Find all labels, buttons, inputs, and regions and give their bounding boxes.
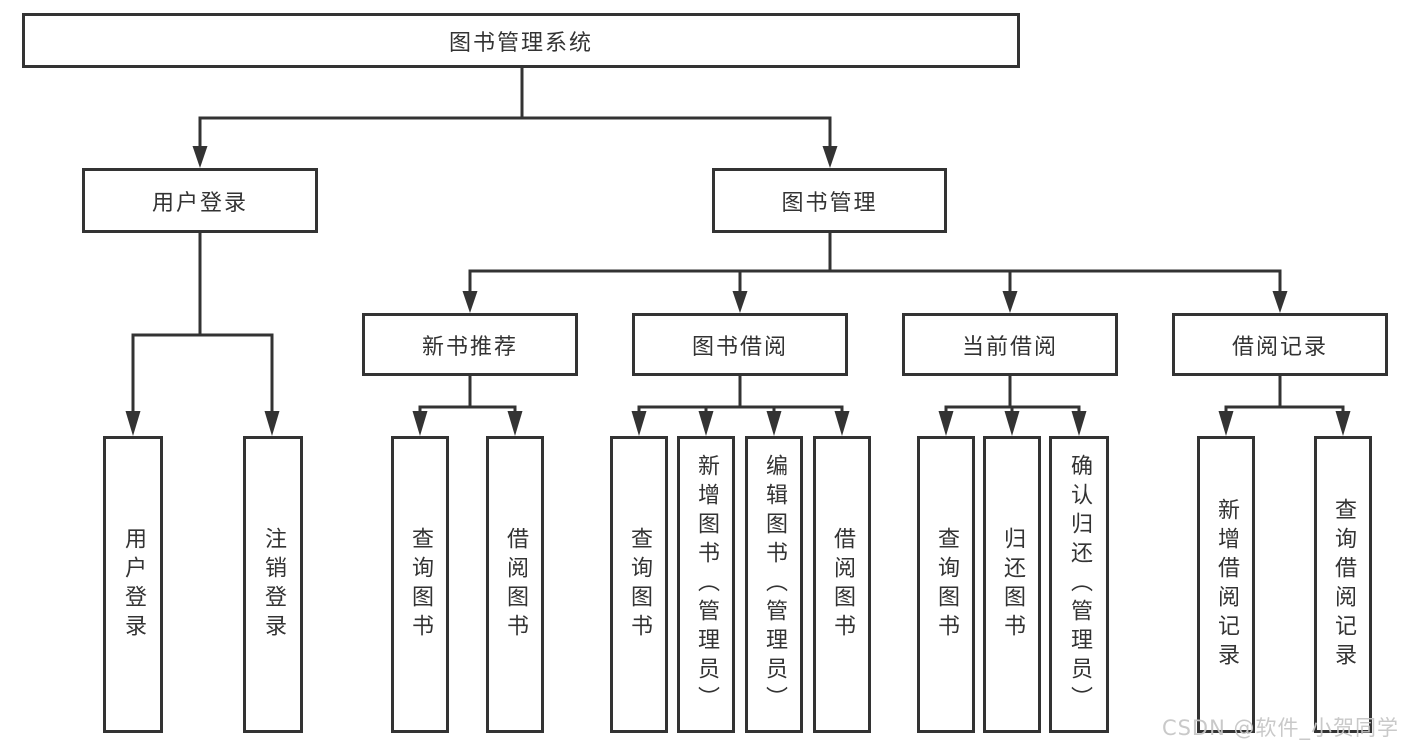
leaf-return-book: 归还图书 [983, 436, 1041, 733]
node-user-login: 用户登录 [82, 168, 318, 233]
leaf-query-books-recommend: 查询图书 [391, 436, 449, 733]
leaf-confirm-return-admin: 确认归还（管理员） [1049, 436, 1109, 733]
leaf-user-login: 用户登录 [103, 436, 163, 733]
leaf-query-books-borrowing: 查询图书 [610, 436, 668, 733]
leaf-add-borrow-record: 新增借阅记录 [1197, 436, 1255, 733]
leaf-edit-book-admin: 编辑图书（管理员） [745, 436, 803, 733]
leaf-logout-login: 注销登录 [243, 436, 303, 733]
node-book-borrowing: 图书借阅 [632, 313, 848, 376]
node-book-management: 图书管理 [712, 168, 947, 233]
node-borrow-records: 借阅记录 [1172, 313, 1388, 376]
node-current-borrowing: 当前借阅 [902, 313, 1118, 376]
leaf-query-books-current: 查询图书 [917, 436, 975, 733]
node-root-system: 图书管理系统 [22, 13, 1020, 68]
leaf-query-borrow-record: 查询借阅记录 [1314, 436, 1372, 733]
leaf-borrow-books-recommend: 借阅图书 [486, 436, 544, 733]
node-new-book-recommend: 新书推荐 [362, 313, 578, 376]
leaf-borrow-books-borrowing: 借阅图书 [813, 436, 871, 733]
csdn-watermark: CSDN @软件_小贺同学 [1161, 716, 1399, 740]
leaf-add-book-admin: 新增图书（管理员） [677, 436, 735, 733]
